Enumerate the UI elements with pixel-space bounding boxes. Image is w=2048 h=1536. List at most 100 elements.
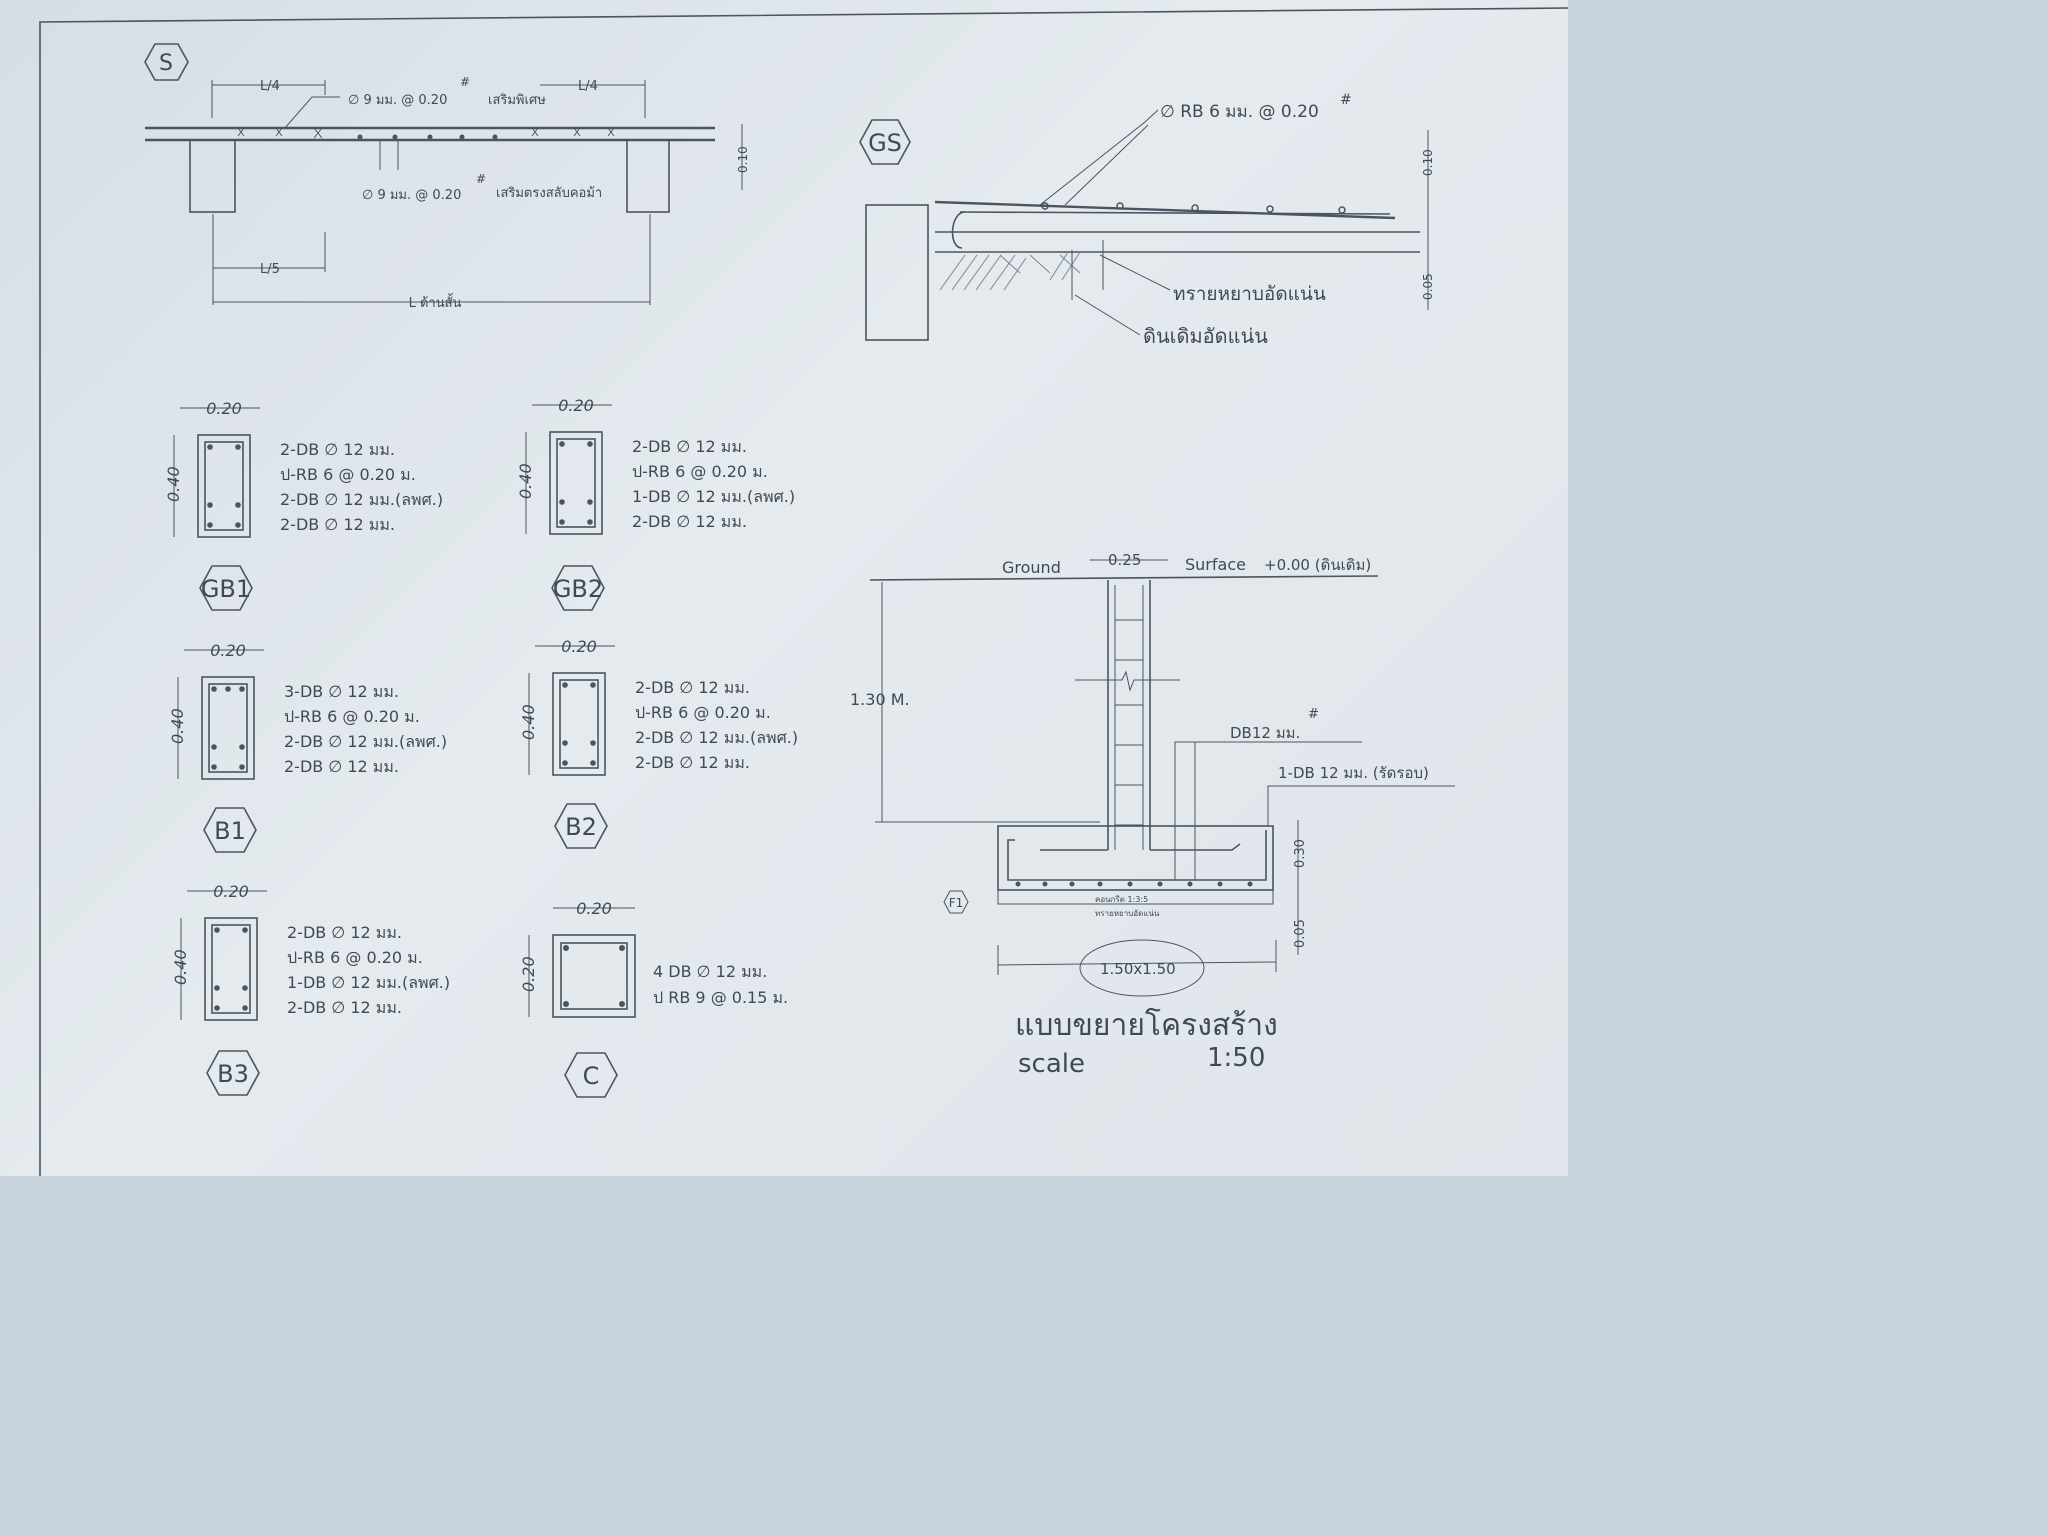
beam-outline — [549, 431, 603, 535]
footing-size-ellipse — [1079, 939, 1205, 997]
gs-bar-dots — [1041, 202, 1346, 214]
beam-rebar-spec: 3-DB ∅ 12 มม. — [284, 682, 399, 701]
beam-rebar-spec: 2-DB ∅ 12 มม. — [635, 753, 750, 772]
beam-outline — [197, 434, 251, 538]
column-outline — [552, 934, 636, 1018]
beam-rebars — [562, 682, 596, 766]
column-rebars — [563, 945, 625, 1007]
gs-tag-hexagon — [859, 119, 911, 165]
footing-size-dim-line — [997, 961, 1277, 966]
slab-top-bar-note: ∅ 9 มม. @ 0.20 — [348, 93, 447, 108]
beam-tag: GB1 — [201, 575, 251, 603]
footing-hash: # — [1308, 707, 1319, 722]
beam-rebar-spec: 2-DB ∅ 12 มม. — [284, 757, 399, 776]
footing-size: 1.50x1.50 — [1100, 960, 1176, 978]
gs-thickness: 0.10 — [1421, 149, 1435, 176]
beam-rebar-spec: 2-DB ∅ 12 มม. — [287, 923, 402, 942]
gs-soil-leader — [1074, 294, 1141, 336]
footing-bar-note: DB12 มม. — [1230, 724, 1300, 742]
column-height: 0.20 — [519, 956, 538, 992]
gs-bar-note: ∅ RB 6 มม. @ 0.20 — [1160, 102, 1319, 122]
beam-rebars — [211, 686, 245, 770]
beam-tag: GB2 — [553, 575, 603, 603]
beam-stirrup — [556, 438, 596, 528]
beam-rebar-spec: 2-DB ∅ 12 มม. — [287, 998, 402, 1017]
surface-word: Surface — [1185, 555, 1246, 574]
footing-tag: F1 — [949, 896, 964, 910]
gs-slab-top — [934, 200, 1396, 220]
ground-slab-detail: GS ∅ RB 6 มม. @ 0.20 # ทรายหยาบอัดแน่น ด… — [859, 92, 1435, 348]
break-line — [1075, 670, 1180, 692]
sheet-border — [39, 7, 1568, 1176]
beam-tag: B2 — [565, 813, 597, 841]
beam-width: 0.20 — [213, 882, 249, 901]
beam-rebar-spec: ป-RB 6 @ 0.20 ม. — [280, 465, 416, 484]
gs-sand-label: ทรายหยาบอัดแน่น — [1173, 283, 1326, 305]
beam-outline — [552, 672, 606, 776]
beam-section-gb1: 0.200.402-DB ∅ 12 มม.ป-RB 6 @ 0.20 ม.2-D… — [164, 399, 443, 611]
gs-main-bar — [959, 211, 1391, 215]
slab-detail: S L/4 L/4 ∅ 9 มม. @ 0.20 # เสริมพิเศ — [144, 43, 750, 311]
beam-rebar-spec: 2-DB ∅ 12 มม.(ลพศ.) — [284, 732, 447, 751]
column-tag: C — [583, 1062, 600, 1090]
beam-stirrup — [559, 679, 599, 769]
slab-tag-hexagon — [144, 43, 189, 81]
footing-bottom-bar — [1007, 830, 1267, 881]
column-tag-hexagon — [564, 1052, 618, 1098]
lean-concrete — [997, 889, 1274, 905]
beam-rebars — [559, 441, 593, 525]
beam-rebar-spec: ป-RB 6 @ 0.20 ม. — [284, 707, 420, 726]
column-tie — [560, 942, 628, 1010]
footing-tie-note: 1-DB 12 มม. (รัดรอบ) — [1278, 764, 1429, 782]
slab-bottom-hash: # — [476, 172, 486, 186]
gs-soil-label: ดินเดิมอัดแน่น — [1143, 324, 1268, 348]
beam-outline — [204, 917, 258, 1021]
slab-span-label: L ด้านสั้น — [409, 293, 462, 311]
beam-width: 0.20 — [561, 637, 597, 656]
drawing-title: แบบขยายโครงสร้าง — [1015, 1007, 1278, 1043]
drawing-sheet: S L/4 L/4 ∅ 9 มม. @ 0.20 # เสริมพิเศ — [0, 0, 1568, 1176]
tie-leader — [1267, 785, 1455, 826]
slab-extra-bars-left — [237, 127, 323, 139]
slab-l5: L/5 — [260, 262, 280, 277]
beam-rebars — [207, 444, 241, 528]
slab-tag: S — [159, 51, 173, 76]
beam-width: 0.20 — [210, 641, 246, 660]
slab-thickness: 0.10 — [736, 146, 750, 173]
beam-sections: 0.20 0.40 2-DB ∅ 12 มม. ป-RB 6 @ 0.20 ม. 2-D… — [164, 396, 798, 1096]
beam-width: 0.20 — [206, 399, 242, 418]
beam-rebar-spec: 2-DB ∅ 12 มม. — [635, 678, 750, 697]
beam-height: 0.40 — [164, 466, 183, 502]
slab-bottom-bar-desc: เสริมตรงสลับคอม้า — [496, 186, 602, 201]
beam-tag-hexagon — [551, 565, 605, 611]
beam-rebar-spec: 1-DB ∅ 12 มม.(ลพศ.) — [287, 973, 450, 992]
column-rebar-spec: ป RB 9 @ 0.15 ม. — [653, 988, 788, 1007]
drawing-canvas: S L/4 L/4 ∅ 9 มม. @ 0.20 # เสริมพิเศ — [39, 7, 1568, 1176]
gs-sand-thickness: 0.05 — [1421, 273, 1435, 300]
beam-height: 0.40 — [519, 704, 538, 740]
slab-top-leader — [284, 96, 340, 129]
gs-wall — [865, 204, 929, 341]
ground-level: +0.00 (ดินเดิม) — [1264, 556, 1371, 574]
beam-stirrup — [211, 924, 251, 1014]
beam-rebar-spec: 2-DB ∅ 12 มม.(ลพศ.) — [635, 728, 798, 747]
beam-rebar-spec: 2-DB ∅ 12 มม. — [632, 512, 747, 531]
beam-tag-hexagon — [199, 565, 253, 611]
beam-rebar-spec: 2-DB ∅ 12 มม. — [280, 515, 395, 534]
gs-soil-hatch — [939, 251, 1081, 291]
slab-top-bar-desc: เสริมพิเศษ — [488, 93, 546, 108]
f1-tag-hexagon — [943, 890, 969, 914]
beam-rebar-spec: ป-RB 6 @ 0.20 ม. — [287, 948, 423, 967]
column-rebar-spec: 4 DB ∅ 12 มม. — [653, 962, 767, 981]
gs-bar-leader — [1039, 109, 1159, 206]
beam-tag-hexagon — [203, 807, 257, 853]
beam-stirrup — [204, 441, 244, 531]
beam-section-b3: 0.200.402-DB ∅ 12 มม.ป-RB 6 @ 0.20 ม.1-D… — [171, 882, 450, 1096]
beam-tag-hexagon — [206, 1050, 260, 1096]
slab-l4-left: L/4 — [260, 79, 280, 94]
gs-hash: # — [1340, 92, 1352, 108]
beam-rebar-spec: ป-RB 6 @ 0.20 ม. — [632, 462, 768, 481]
column-width: 0.25 — [1108, 551, 1141, 569]
beam-section-b2: 0.200.402-DB ∅ 12 มม.ป-RB 6 @ 0.20 ม.2-D… — [519, 637, 798, 849]
